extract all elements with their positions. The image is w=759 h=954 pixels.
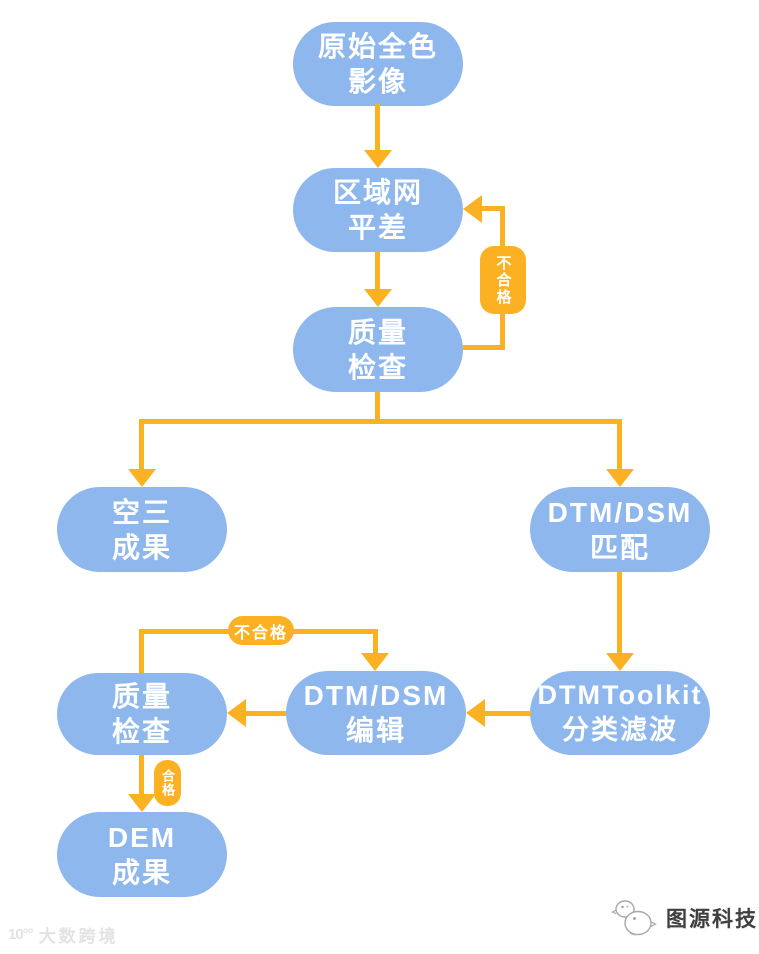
node-dtm-dsm-editing-line2: 编辑 (345, 715, 406, 746)
connector-fail-loop1-top (482, 206, 505, 211)
connector-fail-loop2-right (373, 629, 378, 653)
connector-adjustment-to-qc1 (375, 252, 380, 289)
node-quality-check-1-line1: 质量 (347, 316, 408, 348)
connector-matching-to-toolkit (617, 572, 622, 653)
node-dtm-dsm-editing-line1: DTM/DSM (303, 680, 449, 711)
connector-fail-loop2-left (139, 631, 144, 673)
node-dem-result-line2: 成果 (111, 856, 172, 888)
connector-fail-loop1-bottom (463, 345, 505, 350)
arrowhead-left-icon (227, 699, 246, 727)
arrowhead-down-icon (606, 469, 634, 487)
node-quality-check-1: 质量 检查 (293, 307, 463, 392)
node-quality-check-2: 质量 检查 (57, 673, 227, 755)
node-quality-check-2-line2: 检查 (111, 716, 172, 747)
node-raw-imagery-line2: 影像 (347, 66, 408, 97)
connector-raw-to-adjustment (375, 104, 380, 150)
connector-qc2-to-dem (139, 755, 144, 794)
watermark-right-text: 图源科技 (666, 908, 758, 931)
edge-label-pass-text: 合格 (160, 769, 175, 797)
node-dtm-dsm-matching: DTM/DSM 匹配 (530, 487, 710, 572)
dashu-logo-icon: 10°° (8, 926, 34, 943)
node-at-result-line1: 空三 (111, 496, 172, 528)
connector-toolkit-to-editing (485, 711, 531, 716)
node-dtm-toolkit-line1: DTMToolkit (537, 680, 703, 710)
watermark-left-text: 大数跨境 (38, 927, 119, 946)
edge-label-pass: 合格 (154, 760, 181, 806)
node-dtm-toolkit-filtering: DTMToolkit 分类滤波 (530, 671, 710, 755)
node-dtm-toolkit-line2: 分类滤波 (562, 715, 678, 745)
watermark-bottom-right: 图源科技 (610, 896, 758, 940)
edge-label-fail-bottom: 不合格 (228, 616, 294, 645)
connector-editing-to-qc2 (246, 711, 286, 716)
arrowhead-down-icon (606, 653, 634, 671)
node-raw-imagery-line1: 原始全色 (317, 31, 438, 62)
arrowhead-down-icon (361, 653, 389, 671)
arrowhead-down-icon (128, 794, 156, 812)
node-at-result-line2: 成果 (111, 531, 172, 563)
twin-bird-doodle-icon (611, 900, 657, 936)
connector-branch-to-at-result (139, 419, 144, 469)
watermark-bottom-left: 10°° 大数跨境 (8, 922, 119, 947)
edge-label-fail-top: 不合格 (480, 246, 526, 314)
node-dtm-dsm-matching-line2: 匹配 (589, 531, 650, 563)
node-quality-check-1-line2: 检查 (347, 351, 408, 383)
node-raw-imagery: 原始全色 影像 (293, 22, 463, 106)
connector-qc1-branch-stem (375, 392, 380, 423)
node-dtm-dsm-matching-line1: DTM/DSM (547, 496, 693, 528)
node-block-adjustment-line2: 平差 (347, 212, 408, 243)
arrowhead-left-icon (463, 195, 482, 223)
node-dem-result-line1: DEM (107, 821, 177, 853)
arrowhead-down-icon (364, 150, 392, 168)
node-quality-check-2-line1: 质量 (111, 681, 172, 712)
arrowhead-down-icon (128, 469, 156, 487)
arrowhead-down-icon (364, 289, 392, 307)
node-dem-result: DEM 成果 (57, 812, 227, 897)
connector-branch-to-matching (617, 419, 622, 469)
edge-label-fail-bottom-text: 不合格 (233, 624, 288, 642)
node-dtm-dsm-editing: DTM/DSM 编辑 (286, 671, 466, 755)
connector-branch-horizontal (139, 419, 622, 424)
arrowhead-left-icon (466, 699, 485, 727)
node-block-adjustment: 区域网 平差 (293, 168, 463, 252)
node-aerial-triangulation-result: 空三 成果 (57, 487, 227, 572)
node-block-adjustment-line1: 区域网 (332, 177, 423, 208)
edge-label-fail-top-text: 不合格 (494, 254, 512, 306)
